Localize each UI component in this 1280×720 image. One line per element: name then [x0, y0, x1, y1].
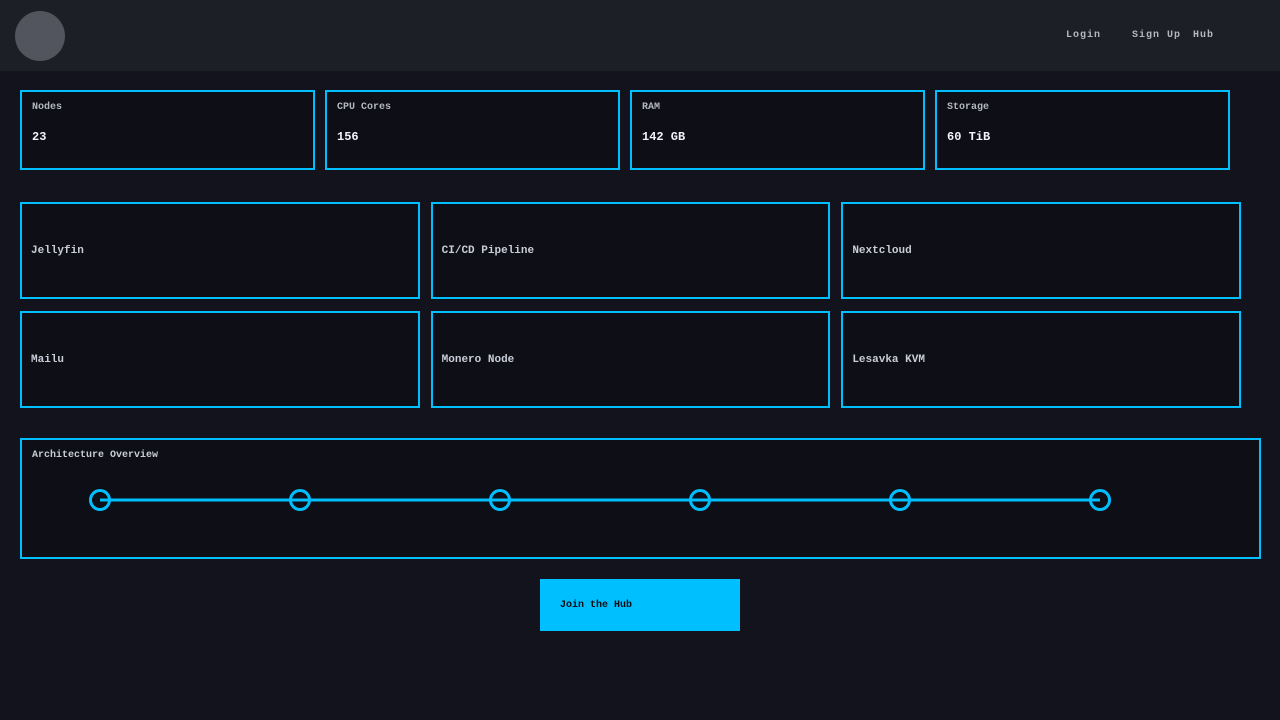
service-title: Monero Node: [442, 354, 515, 366]
services-grid: Jellyfin CI/CD Pipeline Nextcloud Mailu …: [20, 202, 1241, 408]
service-card-mailu: Mailu: [20, 311, 420, 408]
nav-link-login[interactable]: Login: [1066, 30, 1101, 41]
stat-label: Storage: [947, 102, 1218, 113]
avatar[interactable]: [15, 11, 65, 61]
service-card-lesavka-kvm: Lesavka KVM: [841, 311, 1241, 408]
stat-card-ram: RAM 142 GB: [630, 90, 925, 170]
service-title: Lesavka KVM: [852, 354, 925, 366]
service-title: Nextcloud: [852, 245, 911, 257]
architecture-section: Architecture Overview: [20, 438, 1261, 559]
stat-value: 142 GB: [642, 130, 913, 144]
stat-value: 60 TiB: [947, 130, 1218, 144]
service-card-cicd-pipeline: CI/CD Pipeline: [431, 202, 831, 299]
join-hub-button-label: Join the Hub: [560, 600, 632, 611]
nav-link-hub[interactable]: Hub: [1193, 30, 1214, 41]
nav-links: Login Sign Up Hub: [1066, 30, 1214, 41]
stat-value: 23: [32, 130, 303, 144]
stat-label: RAM: [642, 102, 913, 113]
stat-card-cpu-cores: CPU Cores 156: [325, 90, 620, 170]
architecture-diagram: [22, 440, 1259, 557]
service-card-jellyfin: Jellyfin: [20, 202, 420, 299]
stat-value: 156: [337, 130, 608, 144]
nav-link-signup[interactable]: Sign Up: [1132, 30, 1181, 41]
service-title: CI/CD Pipeline: [442, 245, 534, 257]
service-card-nextcloud: Nextcloud: [841, 202, 1241, 299]
stat-label: CPU Cores: [337, 102, 608, 113]
service-title: Mailu: [31, 354, 64, 366]
service-title: Jellyfin: [31, 245, 84, 257]
stat-label: Nodes: [32, 102, 303, 113]
stat-card-nodes: Nodes 23: [20, 90, 315, 170]
join-hub-button[interactable]: Join the Hub: [540, 579, 740, 631]
navbar: Login Sign Up Hub: [0, 0, 1280, 71]
stats-row: Nodes 23 CPU Cores 156 RAM 142 GB Storag…: [20, 90, 1230, 170]
service-card-monero-node: Monero Node: [431, 311, 831, 408]
stat-card-storage: Storage 60 TiB: [935, 90, 1230, 170]
